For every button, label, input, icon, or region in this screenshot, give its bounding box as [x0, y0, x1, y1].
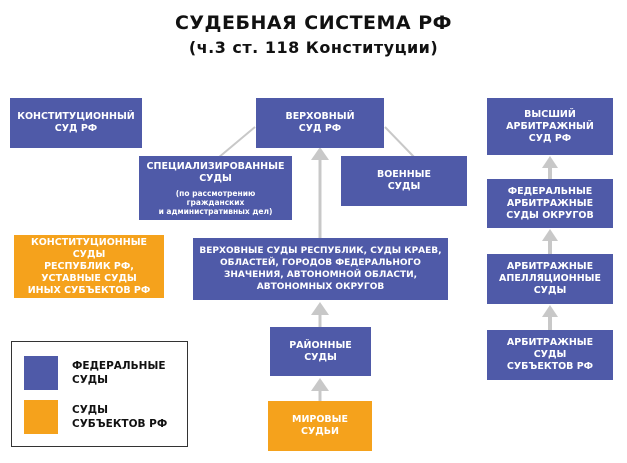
- diagram-title: СУДЕБНАЯ СИСТЕМА РФ: [174, 12, 453, 34]
- specialized-courts-label: СПЕЦИАЛИЗИРОВАННЫЕ СУДЫ: [146, 160, 285, 184]
- supreme-court-box: ВЕРХОВНЫЙ СУД РФ: [256, 98, 384, 148]
- subject-constitutional-courts-box: КОНСТИТУЦИОННЫЕ СУДЫ РЕСПУБЛИК РФ, УСТАВ…: [14, 235, 164, 298]
- legend-subject-swatch: [24, 400, 58, 434]
- subject-arbitration-courts-box: АРБИТРАЖНЫЕ СУДЫ СУБЪЕКТОВ РФ: [487, 330, 613, 380]
- specialized-courts-note: (по рассмотрению гражданских и администр…: [158, 188, 273, 216]
- connector-federal-to-supreme-arb: [548, 167, 552, 179]
- connector-subject-to-appeal-arb: [548, 316, 552, 330]
- connector-appeal-to-federal-arb: [548, 240, 552, 254]
- arrow-to-supreme: [311, 147, 329, 160]
- arrow-to-appeal-arbitration: [542, 305, 558, 317]
- connector-supreme-specialized: [217, 126, 256, 159]
- legend-federal-label: ФЕДЕРАЛЬНЫЕ СУДЫ: [72, 360, 166, 386]
- legend-federal-swatch: [24, 356, 58, 390]
- diagram-subtitle: (ч.3 ст. 118 Конституции): [188, 38, 439, 57]
- connector-supreme-military: [384, 126, 416, 159]
- magistrate-judges-box: МИРОВЫЕ СУДЬИ: [268, 401, 372, 451]
- supreme-arbitration-court-box: ВЫСШИЙ АРБИТРАЖНЫЙ СУД РФ: [487, 98, 613, 155]
- legend: ФЕДЕРАЛЬНЫЕ СУДЫ СУДЫ СУБЪЕКТОВ РФ: [11, 341, 188, 447]
- specialized-courts-box: СПЕЦИАЛИЗИРОВАННЫЕ СУДЫ (по рассмотрению…: [139, 156, 292, 220]
- appeal-arbitration-courts-box: АРБИТРАЖНЫЕ АПЕЛЛЯЦИОННЫЕ СУДЫ: [487, 254, 613, 304]
- arrow-to-supreme-arbitration: [542, 156, 558, 168]
- constitutional-court-box: КОНСТИТУЦИОННЫЙ СУД РФ: [10, 98, 142, 148]
- arrow-to-regional: [311, 302, 329, 315]
- arrow-to-federal-arbitration: [542, 229, 558, 241]
- arrow-to-district: [311, 378, 329, 391]
- district-courts-box: РАЙОННЫЕ СУДЫ: [270, 327, 371, 376]
- regional-courts-box: ВЕРХОВНЫЕ СУДЫ РЕСПУБЛИК, СУДЫ КРАЕВ, ОБ…: [193, 238, 448, 300]
- federal-arbitration-courts-box: ФЕДЕРАЛЬНЫЕ АРБИТРАЖНЫЕ СУДЫ ОКРУГОВ: [487, 179, 613, 228]
- legend-subject-label: СУДЫ СУБЪЕКТОВ РФ: [72, 404, 168, 430]
- military-courts-box: ВОЕННЫЕ СУДЫ: [341, 156, 467, 206]
